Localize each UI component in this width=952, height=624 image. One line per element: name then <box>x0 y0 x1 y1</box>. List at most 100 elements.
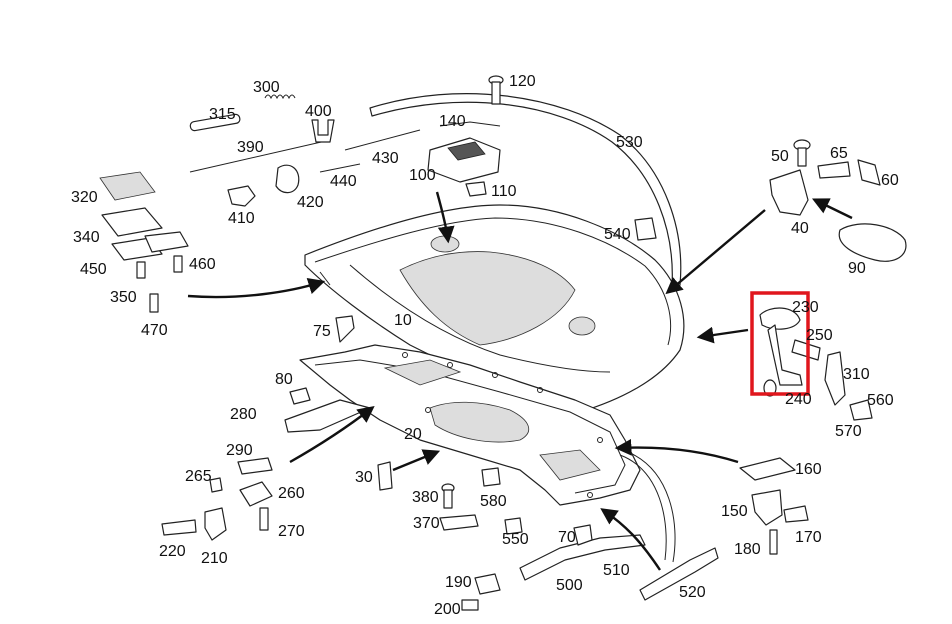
bolt-200 <box>461 599 479 611</box>
clip-560-570 <box>849 399 873 421</box>
callout-120: 120 <box>509 73 536 90</box>
screw-220 <box>161 519 197 536</box>
callout-30: 30 <box>355 469 373 486</box>
rod-315 <box>189 113 241 132</box>
bracket-75 <box>335 315 355 343</box>
lock-mechanism-100 <box>427 137 501 183</box>
callout-80: 80 <box>275 371 293 388</box>
bracket-400 <box>311 119 335 143</box>
callout-170: 170 <box>795 529 822 546</box>
clip-410 <box>227 185 256 207</box>
bolt-170 <box>783 505 809 523</box>
bolt-50 <box>793 139 811 167</box>
callout-520: 520 <box>679 584 706 601</box>
wire-140 <box>439 121 501 127</box>
callout-65: 65 <box>830 145 848 162</box>
rod-440 <box>319 163 361 173</box>
callout-210: 210 <box>201 550 228 567</box>
strut-mount-230 <box>759 307 803 397</box>
callout-265: 265 <box>185 468 212 485</box>
callout-180: 180 <box>734 541 761 558</box>
cable-390 <box>189 139 331 173</box>
callout-450: 450 <box>80 261 107 278</box>
hinge-bracket <box>284 399 371 433</box>
callout-75: 75 <box>313 323 331 340</box>
callout-370: 370 <box>413 515 440 532</box>
callout-150: 150 <box>721 503 748 520</box>
callout-40: 40 <box>791 220 809 237</box>
callout-280: 280 <box>230 406 257 423</box>
callout-200: 200 <box>434 601 461 618</box>
inner-lining-panel <box>299 344 641 506</box>
callout-labels: 10 20 30 40 50 60 65 70 75 80 90 100 110… <box>71 73 899 618</box>
callout-100: 100 <box>409 167 436 184</box>
callout-570: 570 <box>835 423 862 440</box>
spring-300 <box>264 94 296 100</box>
callout-500: 500 <box>556 577 583 594</box>
callout-270: 270 <box>278 523 305 540</box>
callout-510: 510 <box>603 562 630 579</box>
bumper-80 <box>289 387 311 405</box>
callout-580: 580 <box>480 493 507 510</box>
callout-300: 300 <box>253 79 280 96</box>
callout-460: 460 <box>189 256 216 273</box>
callout-315: 315 <box>209 106 236 123</box>
callout-320: 320 <box>71 189 98 206</box>
pad-320 <box>99 171 156 201</box>
callout-260: 260 <box>278 485 305 502</box>
callout-470: 470 <box>141 322 168 339</box>
callout-530: 530 <box>616 134 643 151</box>
callout-50: 50 <box>771 148 789 165</box>
callout-220: 220 <box>159 543 186 560</box>
callout-60: 60 <box>881 172 899 189</box>
screw-270 <box>259 507 269 531</box>
callout-410: 410 <box>228 210 255 227</box>
callout-90: 90 <box>848 260 866 277</box>
callout-440: 440 <box>330 173 357 190</box>
callout-190: 190 <box>445 574 472 591</box>
callout-550: 550 <box>502 531 529 548</box>
callout-250: 250 <box>806 327 833 344</box>
callout-20: 20 <box>404 426 422 443</box>
callout-70: 70 <box>558 529 576 546</box>
callout-140: 140 <box>439 113 466 130</box>
bolt-65 <box>817 161 851 179</box>
nut-580 <box>481 467 501 487</box>
callout-540: 540 <box>604 226 631 243</box>
actuator-190 <box>474 573 501 595</box>
bolt-250 <box>791 339 821 361</box>
callout-290: 290 <box>226 442 253 459</box>
cover-plate-460 <box>144 231 189 253</box>
callout-160: 160 <box>795 461 822 478</box>
hinge-260 <box>239 481 273 507</box>
assembly-arrows <box>187 191 853 571</box>
clip-110 <box>465 181 487 197</box>
callout-560: 560 <box>867 392 894 409</box>
bumper-540 <box>634 217 657 241</box>
trunk-lid-panel <box>304 204 685 413</box>
bracket-370 <box>439 514 479 531</box>
actuator-420 <box>275 164 300 194</box>
bracket-60 <box>857 159 881 186</box>
bolt-180 <box>769 529 778 555</box>
lower-trim-strips <box>519 451 719 601</box>
callout-400: 400 <box>305 103 332 120</box>
latch-cover-160 <box>739 457 796 481</box>
bolt-265 <box>209 477 223 493</box>
lock-core <box>447 141 486 161</box>
callout-350: 350 <box>110 289 137 306</box>
gasket-90 <box>838 223 907 262</box>
callout-390: 390 <box>237 139 264 156</box>
trim-310 <box>824 351 846 406</box>
callout-310: 310 <box>843 366 870 383</box>
callout-230: 230 <box>792 299 819 316</box>
callout-240: 240 <box>785 391 812 408</box>
hinge-40 <box>769 169 809 216</box>
cable-430 <box>344 129 421 151</box>
highlight-box <box>750 291 810 396</box>
screws-350-470 <box>136 255 183 313</box>
pin-30 <box>377 461 393 491</box>
bolt-120 <box>488 75 504 105</box>
callout-430: 430 <box>372 150 399 167</box>
